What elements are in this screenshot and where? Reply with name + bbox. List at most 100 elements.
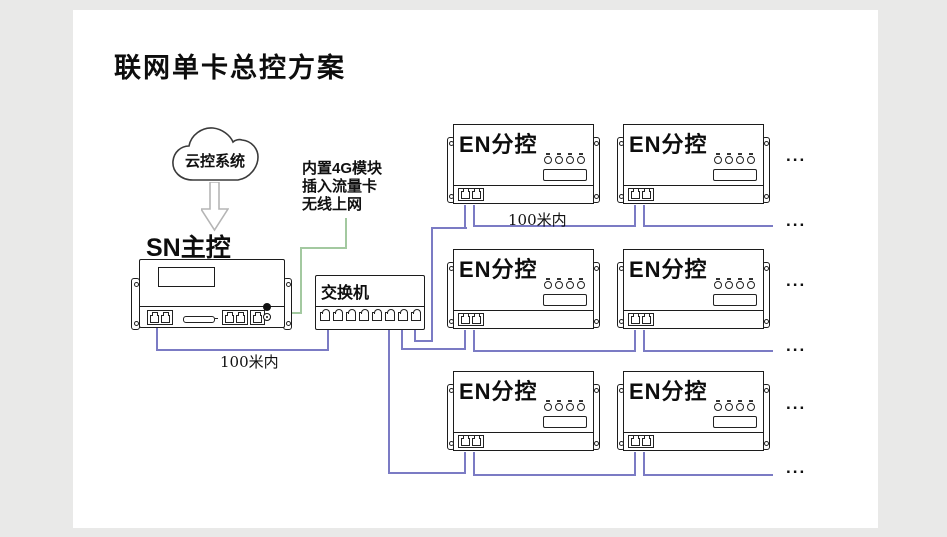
en-label: EN分控 xyxy=(459,257,538,282)
sn-port-block xyxy=(250,310,265,325)
cable-segment xyxy=(327,326,329,351)
led-icon xyxy=(555,278,563,289)
sn-panel-divider xyxy=(139,306,285,307)
annotation-line: 内置4G模块 xyxy=(302,160,383,177)
led-icon xyxy=(577,153,585,164)
rj45-port-icon xyxy=(631,434,640,446)
rj45-port-icon xyxy=(642,434,651,446)
en-port-strip xyxy=(453,431,594,451)
cable-segment xyxy=(473,350,636,352)
en-label: EN分控 xyxy=(459,379,538,404)
switch-port-icon xyxy=(320,309,330,321)
switch-port-icon xyxy=(359,309,369,321)
cable-segment xyxy=(388,325,390,474)
en-controller: EN分控 xyxy=(617,370,770,452)
cable-segment xyxy=(643,452,645,476)
en-body: EN分控 xyxy=(623,371,764,433)
led-icon xyxy=(555,153,563,164)
led-icon xyxy=(544,278,552,289)
en-body: EN分控 xyxy=(453,124,594,186)
cable-segment xyxy=(473,474,636,476)
led-icon xyxy=(725,278,733,289)
switch-port-icon xyxy=(333,309,343,321)
en-controller: EN分控 xyxy=(447,248,600,330)
sn-serial-connector xyxy=(183,316,218,323)
4g-annotation: 内置4G模块 插入流量卡 无线上网 xyxy=(302,160,382,214)
led-icon xyxy=(714,153,722,164)
rj45-port-icon xyxy=(631,312,640,324)
diagram-title: 联网单卡总控方案 xyxy=(114,53,346,83)
rj45-port-icon xyxy=(642,312,651,324)
en-controller: EN分控 xyxy=(447,370,600,452)
en-body: EN分控 xyxy=(453,249,594,311)
cable-segment xyxy=(431,227,433,342)
cable-segment xyxy=(388,472,466,474)
en-label: EN分控 xyxy=(629,379,708,404)
led-icon xyxy=(725,153,733,164)
en-port-block xyxy=(628,312,654,326)
led-icon xyxy=(736,278,744,289)
sn-master-label: SN主控 xyxy=(146,234,231,262)
led-icon xyxy=(736,153,744,164)
led-icon xyxy=(747,400,755,411)
cable-segment xyxy=(643,330,645,352)
indicator-leds xyxy=(544,400,585,411)
cable-segment xyxy=(473,205,475,227)
sn-port-block xyxy=(222,310,248,325)
ellipsis: ... xyxy=(786,271,807,290)
cable-segment xyxy=(401,325,403,350)
indicator-leds xyxy=(714,400,755,411)
en-label: EN分控 xyxy=(629,132,708,157)
ellipsis: ... xyxy=(786,336,807,355)
distance-label-row1: 100米内 xyxy=(508,211,567,229)
annotation-line: 插入流量卡 xyxy=(302,178,378,195)
led-icon xyxy=(714,400,722,411)
sn-display-screen xyxy=(158,267,215,287)
led-icon xyxy=(544,400,552,411)
rj45-port-icon xyxy=(236,312,245,323)
switch-divider xyxy=(315,306,425,307)
rj45-port-icon xyxy=(472,187,481,199)
switch-port-icon xyxy=(411,309,421,321)
cable-segment xyxy=(156,324,158,351)
en-body: EN分控 xyxy=(453,371,594,433)
sn-port-block xyxy=(147,310,173,325)
en-controller: EN分控 xyxy=(447,123,600,205)
indicator-leds xyxy=(544,153,585,164)
cable-segment xyxy=(634,330,636,352)
led-icon xyxy=(725,400,733,411)
rj45-port-icon xyxy=(472,434,481,446)
en-port-strip xyxy=(623,184,764,204)
en-body: EN分控 xyxy=(623,124,764,186)
rj45-port-icon xyxy=(642,187,651,199)
en-controller: EN分控 xyxy=(617,248,770,330)
cable-segment xyxy=(464,452,466,474)
switch-label: 交换机 xyxy=(321,285,370,302)
indicator-leds xyxy=(714,153,755,164)
rj45-port-icon xyxy=(253,312,262,323)
led-icon xyxy=(577,278,585,289)
distance-label-master-switch: 100米内 xyxy=(220,353,279,371)
cable-segment xyxy=(431,227,467,229)
ellipsis: ... xyxy=(786,146,807,165)
indicator-leds xyxy=(544,278,585,289)
annotation-line-segment xyxy=(300,247,347,249)
en-port-block xyxy=(458,187,484,201)
indicator-leds xyxy=(714,278,755,289)
en-body: EN分控 xyxy=(623,249,764,311)
switch-port-icon xyxy=(372,309,382,321)
en-port-block xyxy=(458,434,484,448)
en-port-strip xyxy=(453,184,594,204)
display-window xyxy=(713,416,757,428)
switch-port-icon xyxy=(385,309,395,321)
cable-segment xyxy=(473,452,475,476)
ellipsis: ... xyxy=(786,458,807,477)
led-icon xyxy=(566,400,574,411)
led-icon xyxy=(555,400,563,411)
down-arrow-icon xyxy=(201,182,229,232)
led-icon xyxy=(577,400,585,411)
rj45-port-icon xyxy=(461,312,470,324)
en-port-block xyxy=(458,312,484,326)
cable-segment xyxy=(156,349,329,351)
switch-port-icon xyxy=(398,309,408,321)
